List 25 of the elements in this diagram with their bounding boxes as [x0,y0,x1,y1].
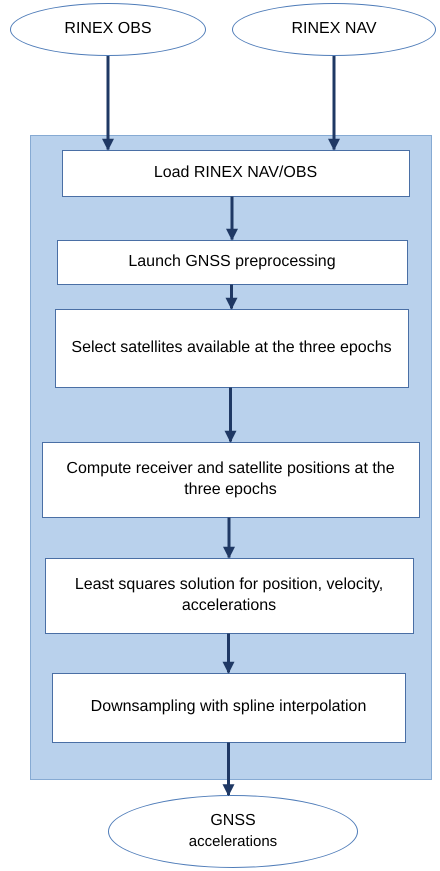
process-box [56,240,408,284]
arrow [222,634,234,674]
process-panel [30,135,432,780]
process-box [62,150,410,196]
arrow [102,56,114,151]
arrow [226,196,238,241]
process-box [42,442,420,518]
node-text: Load RINEX NAV/OBS [154,162,318,183]
node-text: Least squares solution for position, velocity, accelerations [74,574,384,616]
process-box [52,672,406,742]
node-text: RINEX OBS [64,19,152,40]
node-text: Compute receiver and satellite positions at the three epochs [65,458,396,500]
node-text: Launch GNSS preprocessing [128,252,336,272]
arrow [222,742,234,796]
arrow [226,284,238,310]
arrow [328,56,340,151]
process-box [54,308,408,388]
node-text: RINEX NAV [291,19,377,40]
node-text: GNSS [210,811,256,832]
arrow [223,518,235,559]
node-text: Downsampling with spline interpolation [90,697,366,718]
arrow [224,388,236,443]
node-text: accelerations [188,832,278,852]
node-text: Select satellites available at the three epochs [71,338,392,358]
process-box [44,558,414,634]
